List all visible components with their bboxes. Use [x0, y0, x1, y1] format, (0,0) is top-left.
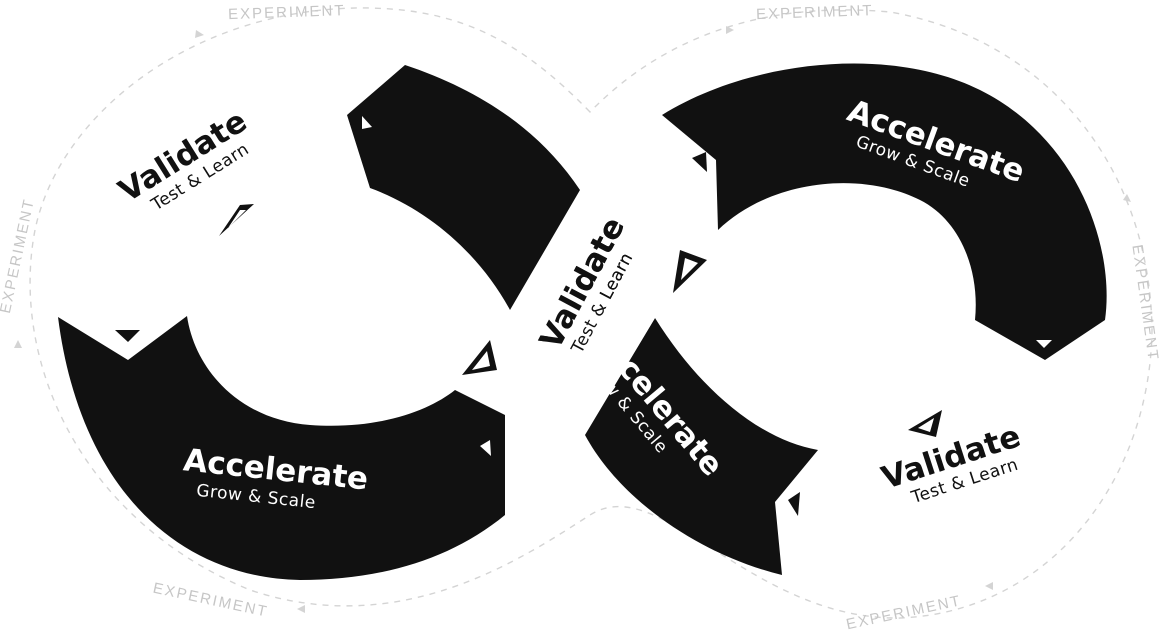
experiment-label-left: EXPERIMENT [0, 196, 38, 314]
left-top-band [347, 65, 580, 310]
right-bottom-band [585, 318, 818, 575]
experiment-label-top-right: EXPERIMENT [756, 2, 874, 23]
outline-arrow-icons [14, 26, 1131, 613]
right-loop [585, 63, 1107, 575]
arrow-triangle-icon [673, 250, 707, 293]
arrow-triangle-icon [480, 440, 491, 456]
experiment-label-right: EXPERIMENT [1128, 244, 1161, 363]
outline-arrow-icon [726, 26, 734, 34]
experiment-label-bottom-right: EXPERIMENT [845, 592, 963, 633]
right-top-band [662, 63, 1107, 361]
arrow-triangle-icon [115, 330, 140, 342]
outline-arrow-icon [195, 30, 204, 38]
experiment-label-top-left: EXPERIMENT [228, 2, 346, 23]
outline-arrow-icon [297, 605, 305, 613]
arrow-triangle-icon [692, 152, 707, 172]
arrow-triangle-icon [788, 492, 800, 516]
arrow-triangle-icon [462, 340, 497, 375]
outline-arrow-icon [1123, 194, 1131, 202]
crossing-mask [540, 300, 655, 420]
outline-arrow-icon [14, 340, 22, 348]
arrow-triangle-icon [1036, 340, 1052, 348]
arrow-triangle-icon [908, 410, 942, 437]
arrow-triangle-icon [219, 204, 254, 236]
left-bottom-band [58, 316, 505, 580]
left-loop [58, 65, 580, 580]
arrow-triangle-icon [362, 116, 372, 129]
experiment-label-bottom-left: EXPERIMENT [151, 580, 269, 621]
validate-label-bottom-right: Validate Test & Learn [877, 418, 1025, 508]
outer-dashed-loop [29, 7, 1153, 619]
outline-arrow-icon [985, 582, 993, 590]
